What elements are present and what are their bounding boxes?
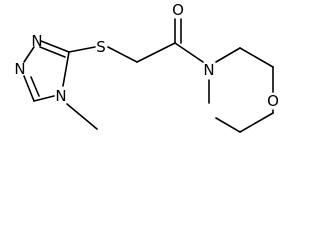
atom-n4: N	[55, 87, 66, 105]
bond-n2-c3	[40, 40, 70, 53]
atom-carbonyl-oxygen: O	[172, 1, 184, 19]
bond-n4-c5	[33, 95, 55, 102]
bond-s-ch2	[107, 46, 138, 63]
bond-c3-n4	[62, 51, 70, 87]
atom-n1: N	[14, 60, 25, 78]
bond-n4-methyl	[66, 103, 98, 130]
bond-c-n-lower	[215, 117, 241, 133]
bond-n2-c3-double	[39, 46, 66, 58]
bond-n1-n2	[23, 46, 35, 63]
atom-n2: N	[31, 32, 42, 50]
bond-c5-n1	[23, 75, 35, 102]
morpholine-ring	[208, 47, 274, 133]
atom-morpholine-oxygen: O	[267, 92, 279, 110]
bond-c-c-lower	[239, 112, 274, 133]
bond-n-c-upper	[215, 47, 241, 63]
triazole-ring	[23, 40, 70, 102]
bond-c3-s	[68, 46, 96, 53]
bond-c-c-upper	[239, 47, 274, 68]
atom-morpholine-nitrogen: N	[203, 61, 214, 79]
bond-carbonyl-n	[174, 42, 204, 63]
atom-sulfur: S	[96, 38, 106, 56]
bond-c5-n1-double	[30, 76, 40, 97]
bond-ch2-carbonyl	[136, 42, 176, 63]
molecule-svg: N N N S O N O	[14, 1, 279, 133]
structure-drawing: N N N S O N O	[14, 1, 279, 133]
